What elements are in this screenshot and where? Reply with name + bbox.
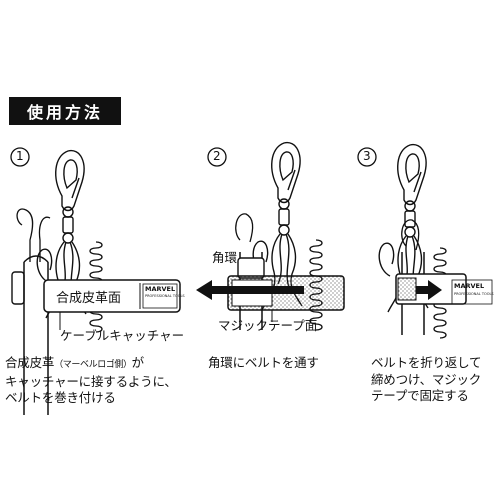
step-1-number-circle xyxy=(10,147,30,167)
step-2-number: 2 xyxy=(213,149,221,163)
step-2-illustration xyxy=(196,141,345,331)
brand-logo-step-3: MARVEL xyxy=(454,282,485,290)
step-3-illustration xyxy=(357,143,493,339)
step-3-number-circle xyxy=(357,147,377,167)
step-2-number-circle xyxy=(207,147,227,167)
label-square-ring: 角環 xyxy=(212,250,238,265)
brand-sub-step-1: PROFESSIONAL TOOLS xyxy=(145,294,185,298)
brand-logo-step-1: MARVEL xyxy=(145,285,176,293)
step-2-caption: 角環にベルトを通す xyxy=(208,355,319,370)
step-3-number: 3 xyxy=(363,149,371,163)
step-1-illustration xyxy=(10,147,181,415)
label-cable-catcher: ケーブルキャッチャー xyxy=(60,328,185,343)
brand-sub-step-3: PROFESSIONAL TOOLS xyxy=(454,292,494,296)
label-velcro-side: マジックテープ面 xyxy=(218,318,318,333)
label-synthetic-leather: 合成皮革面 xyxy=(56,291,122,306)
step-3-caption: ベルトを折り返して 締めつけ、マジック テープで固定する xyxy=(371,355,482,403)
section-header: 使用方法 xyxy=(9,97,121,125)
step-1-caption: 合成皮革（マーベルロゴ側）が キャッチャーに接するように、 ベルトを巻き付ける xyxy=(5,355,177,405)
step-1-number: 1 xyxy=(16,149,24,163)
